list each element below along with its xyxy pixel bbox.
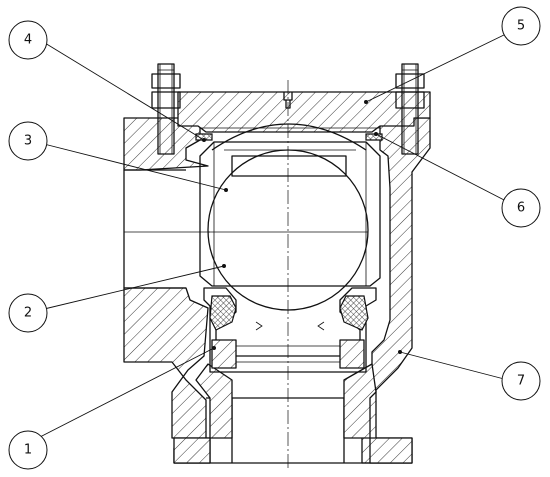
stud-left [151, 63, 181, 155]
stud-right [395, 63, 425, 155]
cage-inner-window [231, 155, 347, 177]
neck-left [195, 363, 233, 439]
body-right-wall [361, 117, 431, 464]
leader-6 [375, 133, 509, 203]
ball-top-arc [211, 123, 367, 151]
cover-body [177, 91, 431, 133]
leader-lines [37, 32, 509, 439]
flange-right [369, 437, 413, 464]
body-left-wall-bottom [123, 287, 211, 464]
leader-5 [365, 32, 509, 103]
gasket-right [365, 133, 383, 141]
callout-5: 5 [501, 6, 541, 46]
seat-bottom-left [211, 339, 237, 369]
seat-bottom-right [339, 339, 365, 369]
callout-3-label: 3 [24, 134, 32, 149]
callout-2: 2 [8, 293, 48, 333]
callout-1: 1 [8, 430, 48, 470]
callout-3: 3 [8, 121, 48, 161]
seat-ring [203, 287, 377, 373]
callout-4-label: 4 [24, 33, 32, 48]
callout-7-label: 7 [517, 374, 525, 389]
cage-outline [199, 141, 381, 287]
callout-7: 7 [501, 361, 541, 401]
leader-4 [39, 39, 205, 141]
leader-7 [399, 351, 509, 381]
valve-body [123, 117, 431, 464]
valve-cover [177, 91, 431, 133]
float-cage [199, 141, 381, 287]
seal-right [339, 295, 369, 331]
leader-2 [39, 265, 225, 311]
seat-assembly [203, 287, 377, 373]
callout-5-label: 5 [517, 19, 525, 34]
callout-6: 6 [501, 188, 541, 228]
seal-left [209, 295, 237, 331]
gasket-left [195, 133, 213, 141]
inlet-bore [123, 169, 186, 289]
neck-right [343, 363, 377, 439]
callout-6-label: 6 [517, 201, 525, 216]
flange-left [173, 437, 211, 464]
leader-1 [37, 347, 215, 439]
leader-3 [39, 142, 227, 191]
callout-1-label: 1 [24, 443, 32, 458]
callout-2-label: 2 [24, 306, 32, 321]
callout-4: 4 [8, 20, 48, 60]
